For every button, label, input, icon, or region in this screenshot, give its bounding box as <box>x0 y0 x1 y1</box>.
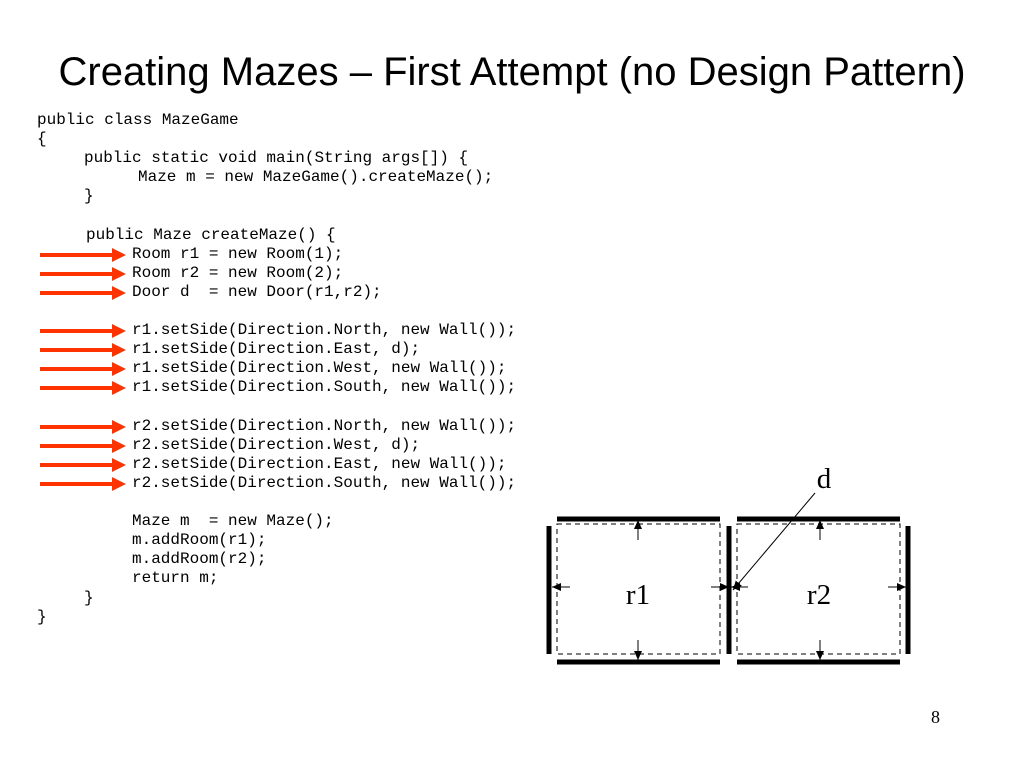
highlight-arrow <box>40 419 126 434</box>
code-line: } <box>84 588 94 607</box>
code-line: r2.setSide(Direction.South, new Wall()); <box>132 473 517 492</box>
highlight-arrow <box>40 362 126 377</box>
code-line: public static void main(String args[]) { <box>84 149 469 168</box>
highlight-arrow <box>40 457 126 472</box>
slide-title: Creating Mazes – First Attempt (no Desig… <box>58 50 966 94</box>
code-listing: public class MazeGame{ public static void… <box>0 111 640 631</box>
code-line: r2.setSide(Direction.North, new Wall()); <box>132 416 517 435</box>
code-line: r1.setSide(Direction.South, new Wall()); <box>132 378 517 397</box>
code-line: r2.setSide(Direction.West, d); <box>132 435 421 454</box>
room-r1: r1 <box>546 516 732 665</box>
code-line: m.addRoom(r2); <box>132 550 267 569</box>
code-line: public Maze createMaze() { <box>86 225 336 244</box>
code-line: Room r2 = new Room(2); <box>132 263 344 282</box>
door-label: d <box>817 463 832 495</box>
code-line: Door d = new Door(r1,r2); <box>132 282 382 301</box>
code-line: m.addRoom(r1); <box>132 531 267 550</box>
highlight-arrow <box>40 381 126 396</box>
highlight-arrow <box>40 266 126 281</box>
code-line: Maze m = new MazeGame().createMaze(); <box>138 168 494 187</box>
highlight-arrow <box>40 343 126 358</box>
code-line: r1.setSide(Direction.West, new Wall()); <box>132 359 507 378</box>
highlight-arrow <box>40 285 126 300</box>
highlight-arrow <box>40 247 126 262</box>
code-line: r1.setSide(Direction.East, d); <box>132 340 421 359</box>
room-r2-label: r2 <box>807 579 831 611</box>
code-line: r2.setSide(Direction.East, new Wall()); <box>132 454 507 473</box>
code-line: public class MazeGame <box>37 111 239 129</box>
highlight-arrow <box>40 438 126 453</box>
code-line: Maze m = new Maze(); <box>132 512 334 531</box>
code-line: Room r1 = new Room(1); <box>132 244 344 263</box>
code-line: } <box>84 187 94 206</box>
code-line: { <box>37 130 47 149</box>
door-pointer-line <box>732 492 816 591</box>
code-line: } <box>37 607 47 626</box>
code-line: return m; <box>132 569 219 588</box>
highlight-arrow <box>40 324 126 339</box>
page-number: 8 <box>931 707 940 727</box>
code-line: r1.setSide(Direction.North, new Wall()); <box>132 321 517 340</box>
highlight-arrow <box>40 476 126 491</box>
room-r2: r2 <box>731 516 911 665</box>
room-r1-label: r1 <box>626 579 650 611</box>
